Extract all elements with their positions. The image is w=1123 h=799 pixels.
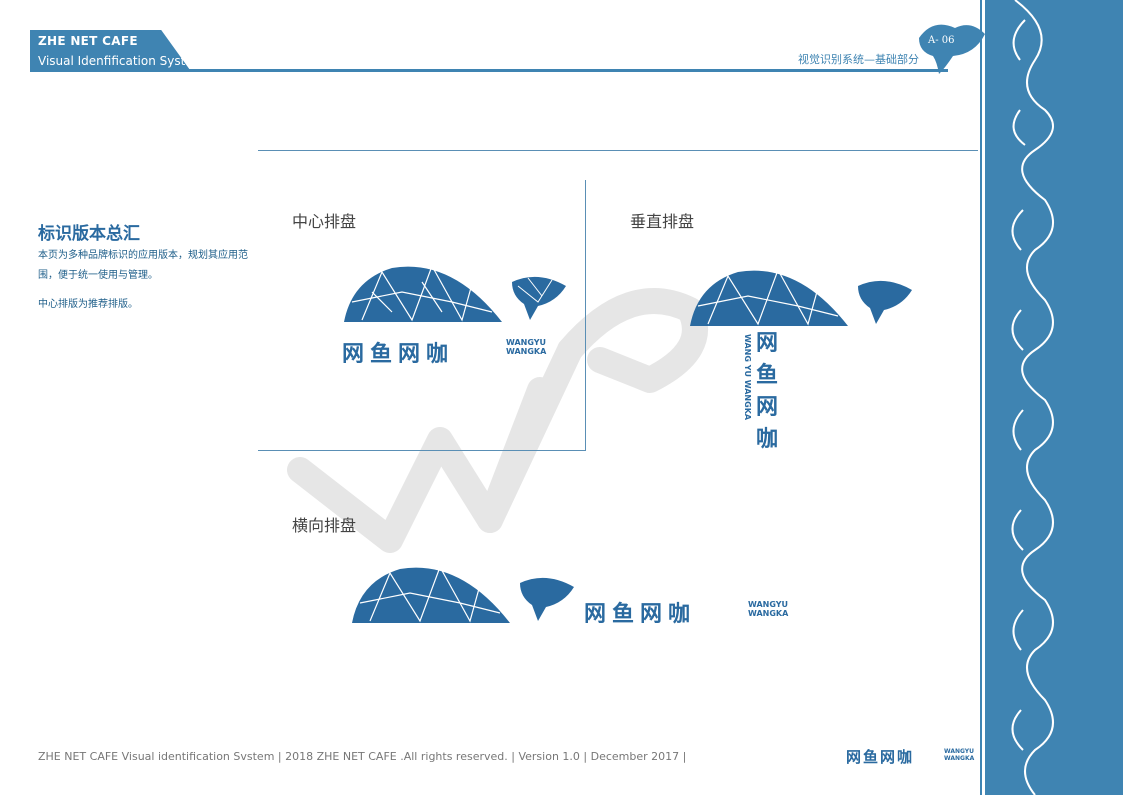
fish-logo-vertical-icon [690,268,912,326]
section-description: 本页为多种品牌标识的应用版本，规划其应用范围，便于统一使用与管理。 [38,250,248,281]
pinyin-line-1: WANGYU [748,600,789,609]
footer-text: ZHE NET CAFE Visual identification Svste… [38,750,687,763]
footer-logo-wordmark: 网鱼网咖 [846,748,915,766]
pinyin-line-1: WANGYU [506,338,547,347]
header-tab [30,30,190,70]
logo-pinyin-vertical: WANG YU WANGKA [743,334,752,421]
page-number-badge-icon [919,24,985,74]
pinyin-line-2: WANGKA [944,755,975,762]
side-pattern-panel [985,0,1123,796]
vertical-guide-rule [585,180,586,450]
section-name: 视觉识别系统—基础部分 [798,53,919,66]
horizontal-layout-label: 横向排盘 [292,516,357,535]
section-title: 标识版本总汇 [38,224,140,244]
side-divider [980,0,982,795]
top-guide-rule [258,150,978,151]
pinyin-line-1: WANGYU [944,748,975,755]
char-3: 网 [755,395,778,420]
section-note: 中心排版为推荐排版。 [38,299,138,310]
fish-logo-icon [344,264,566,322]
logo-wordmark-vertical: 网 鱼 网 咖 [752,328,782,456]
wps-watermark [287,288,708,553]
vertical-layout-label: 垂直排盘 [630,212,695,231]
brand-name: ZHE NET CAFE [38,34,138,48]
middle-guide-rule [258,450,586,451]
char-4: 咖 [755,427,778,452]
pinyin-line-2: WANGKA [506,347,547,356]
char-2: 鱼 [755,363,778,388]
logo-pinyin-center: WANGYU WANGKA [506,338,546,356]
header-rule [30,69,948,72]
logo-wordmark-horizontal: 网鱼网咖 [584,602,697,627]
logo-pinyin-horizontal: WANGYU WANGKA [748,600,788,618]
wave-pattern-icon [1011,0,1054,796]
footer-logo-pinyin: WANGYU WANGKA [944,748,974,762]
char-1: 网 [755,331,778,356]
pinyin-line-2: WANGKA [748,609,789,618]
logo-wordmark-center: 网鱼网咖 [342,342,455,367]
page-number: A- 06 [928,35,955,46]
header-subtitle: Visual Idenfification System [38,54,205,68]
fish-logo-horizontal-icon [352,565,574,623]
center-layout-label: 中心排盘 [292,212,357,231]
